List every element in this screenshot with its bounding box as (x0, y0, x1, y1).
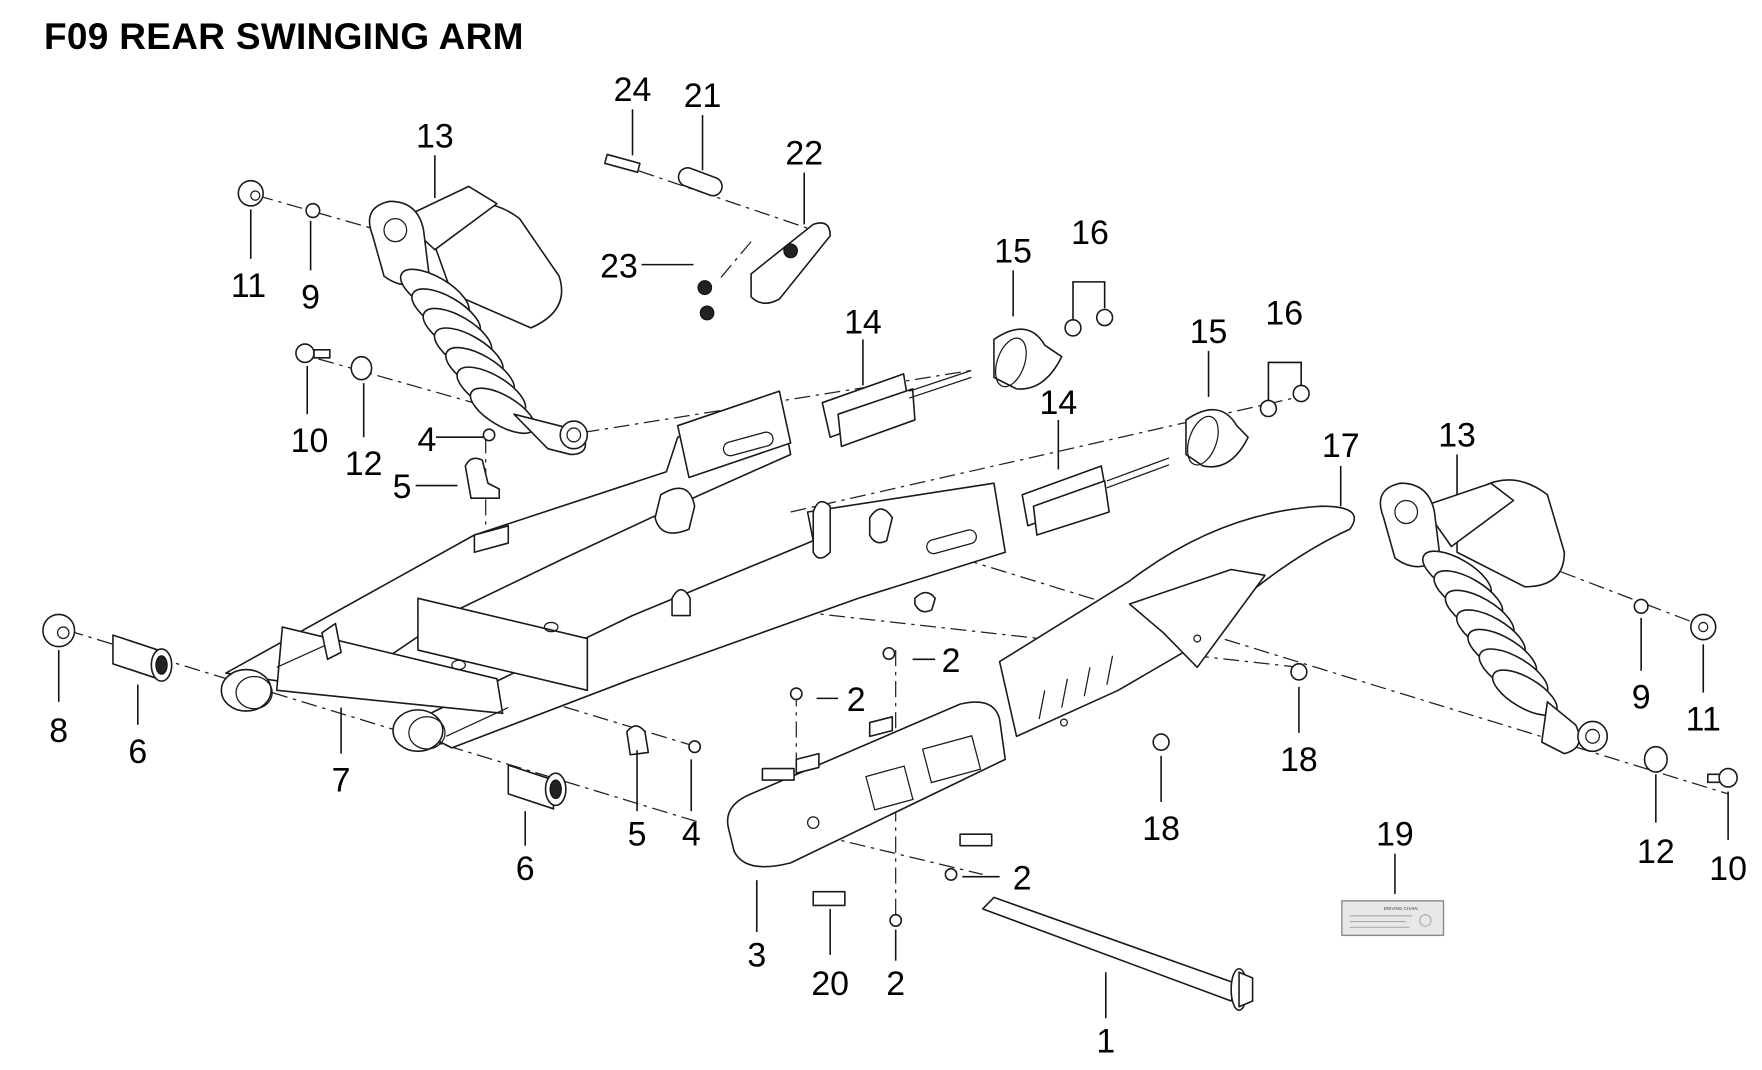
cap-nut-left (237, 179, 264, 207)
sensor-bracket-group (604, 153, 831, 321)
hose-clip (626, 725, 650, 756)
rear-swinging-arm (220, 390, 1007, 753)
callout-numbers: 1 2 2 2 2 3 4 4 5 5 6 6 7 8 9 9 10 10 11… (49, 71, 1747, 1061)
callout-2[interactable]: 2 (942, 642, 961, 680)
callout-18[interactable]: 18 (1142, 810, 1180, 848)
rear-shock-absorber-right (1379, 479, 1609, 755)
page-title: F09 REAR SWINGING ARM (44, 16, 524, 57)
shock-spring-left (399, 268, 536, 435)
chain-guard-screw (789, 687, 803, 701)
callout-4[interactable]: 4 (418, 421, 437, 459)
pivot-bushing-left (112, 634, 173, 682)
callout-20[interactable]: 20 (811, 965, 849, 1003)
callout-2[interactable]: 2 (847, 681, 866, 719)
cover-bolt (1290, 663, 1308, 681)
hose-clip (464, 457, 501, 499)
axle-nut (42, 613, 76, 648)
callout-4[interactable]: 4 (682, 815, 701, 853)
callout-18[interactable]: 18 (1280, 741, 1318, 779)
callout-24[interactable]: 24 (614, 71, 652, 109)
shock-bolt-right (1706, 767, 1738, 788)
callout-21[interactable]: 21 (684, 77, 722, 115)
washer-right (1633, 598, 1649, 615)
callout-5[interactable]: 5 (628, 815, 647, 853)
callout-2[interactable]: 2 (886, 965, 905, 1003)
driving-chain-decal: DRIVING CHAIN (1341, 900, 1445, 937)
rear-shock-absorber-left (368, 185, 589, 456)
flat-washer-left (350, 355, 373, 381)
washer-left (305, 202, 321, 219)
callout-12[interactable]: 12 (345, 445, 383, 483)
callout-19[interactable]: 19 (1376, 815, 1414, 853)
callout-14[interactable]: 14 (1039, 384, 1077, 422)
callout-16[interactable]: 16 (1265, 294, 1303, 332)
callout-6[interactable]: 6 (128, 733, 147, 771)
callout-16[interactable]: 16 (1071, 214, 1109, 252)
callout-9[interactable]: 9 (1632, 678, 1651, 716)
callout-1[interactable]: 1 (1096, 1022, 1115, 1060)
chain-slider-guard (726, 701, 1007, 868)
decal-heading: DRIVING CHAIN (1384, 906, 1418, 911)
callout-13[interactable]: 13 (1438, 416, 1476, 454)
shock-spring-right (1422, 550, 1558, 716)
cover-bolt (1152, 733, 1170, 751)
callout-13[interactable]: 13 (416, 117, 454, 155)
clip-screw (688, 740, 702, 754)
cap-nut-right (1690, 613, 1717, 641)
leader-lines (57, 109, 1729, 1019)
callout-15[interactable]: 15 (1190, 313, 1228, 351)
callout-11[interactable]: 11 (231, 267, 266, 305)
callout-10[interactable]: 10 (291, 422, 329, 460)
chain-cover (998, 505, 1356, 738)
hardware (42, 179, 1738, 927)
chain-guard-screw (944, 867, 958, 881)
chain-guard-screw (889, 913, 903, 927)
clip-screw (482, 428, 496, 442)
callout-8[interactable]: 8 (49, 712, 68, 750)
flat-washer-right (1643, 745, 1668, 773)
callout-12[interactable]: 12 (1637, 833, 1675, 871)
callout-14[interactable]: 14 (844, 303, 882, 341)
swingarm-axle-bolt (981, 896, 1254, 1011)
callout-9[interactable]: 9 (301, 278, 320, 316)
pivot-bushing-right (507, 764, 567, 810)
callout-6[interactable]: 6 (516, 850, 535, 888)
chain-adjusters (821, 308, 1310, 536)
callout-3[interactable]: 3 (747, 936, 766, 974)
callout-2[interactable]: 2 (1013, 859, 1032, 897)
callout-10[interactable]: 10 (1709, 850, 1747, 888)
callout-22[interactable]: 22 (785, 134, 823, 172)
callout-15[interactable]: 15 (994, 232, 1032, 270)
shock-bolt-left (295, 343, 331, 364)
callout-23[interactable]: 23 (600, 247, 638, 285)
slider-pads (761, 767, 993, 907)
callout-5[interactable]: 5 (393, 468, 412, 506)
callout-17[interactable]: 17 (1322, 426, 1360, 464)
chain-guard-screw (882, 646, 896, 661)
callout-7[interactable]: 7 (332, 761, 351, 799)
callout-11[interactable]: 11 (1686, 700, 1721, 738)
